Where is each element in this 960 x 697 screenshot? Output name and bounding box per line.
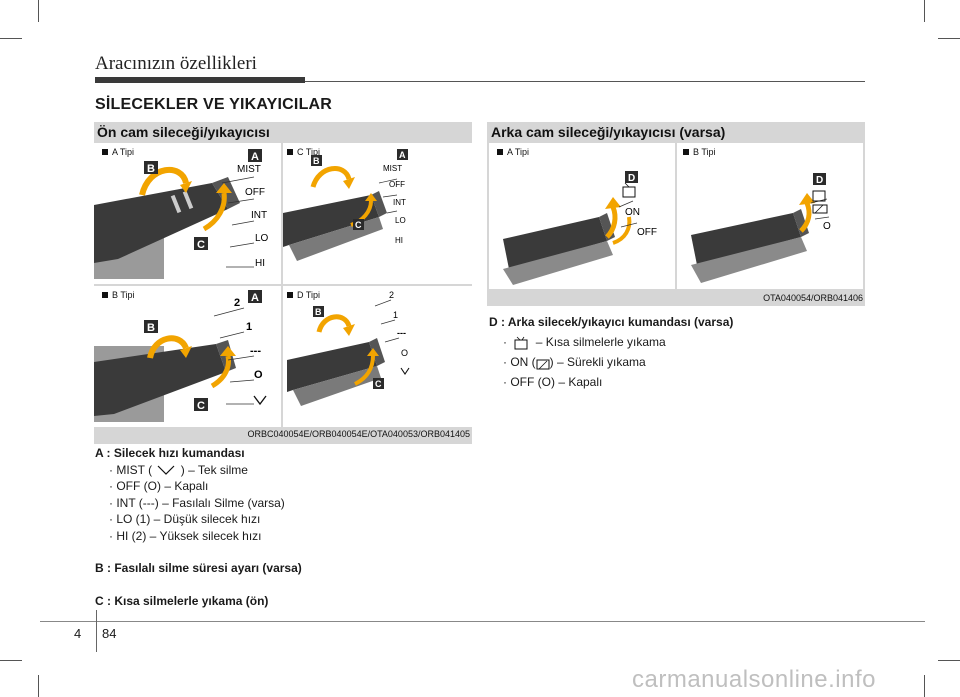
type-label: A Tipi (102, 147, 134, 157)
desc-b-heading: B : Fasılalı silme süresi ayarı (varsa) (95, 561, 302, 575)
badge-b: B (315, 307, 322, 317)
desc-item-lo: · LO (1) – Düşük silecek hızı (109, 512, 261, 526)
label-o: O (254, 369, 263, 381)
label-hi: HI (255, 258, 265, 269)
badge-c: C (197, 400, 205, 412)
label-int-dashes: --- (250, 345, 261, 357)
wiper-lever-illustration: MIST OFF INT LO HI B A C (94, 149, 269, 279)
badge-a: A (251, 151, 259, 163)
label-lo: LO (395, 216, 406, 225)
crop-mark (938, 660, 960, 661)
section-title: SİLECEKLER VE YIKAYICILAR (95, 96, 333, 113)
desc-d-heading: D : Arka silecek/yıkayıcı kumandası (var… (489, 315, 734, 329)
chapter-title: Aracınızın özellikleri (95, 53, 257, 74)
mist-v-icon (158, 465, 175, 476)
mist-v-icon (400, 367, 410, 375)
crop-mark (38, 0, 39, 22)
header-rule (305, 81, 865, 82)
rear-wiper-lever-illustration: ON OFF D (503, 171, 657, 285)
front-cell-b-tipi: B Tipi 2 1 --- O B A C (94, 286, 281, 427)
desc-item-wash: · – Kısa silmelerle yıkama (503, 335, 666, 350)
badge-d: D (816, 175, 823, 186)
label-off: OFF (245, 187, 265, 198)
front-cell-d-tipi: D Tipi 2 1 --- O B C (283, 286, 472, 427)
desc-c-heading: C : Kısa silmelerle yıkama (ön) (95, 593, 269, 608)
badge-c: C (355, 220, 362, 230)
figure-code: ORBC040054E/ORB040054E/OTA040053/ORB0414… (247, 429, 470, 439)
crop-mark (0, 660, 22, 661)
label-lo: LO (255, 233, 269, 244)
wiper-on-icon (812, 204, 828, 214)
front-description: A : Silecek hızı kumandası · MIST ( ) – … (95, 445, 302, 609)
washer-icon (622, 182, 636, 198)
rear-wiper-panel: Arka cam sileceği/yıkayıcısı (varsa) A T… (487, 122, 865, 306)
label-2: 2 (389, 290, 394, 300)
badge-c: C (375, 379, 382, 389)
badge-a: A (399, 150, 406, 160)
rear-description: D : Arka silecek/yıkayıcı kumandası (var… (489, 312, 733, 392)
badge-b: B (147, 322, 155, 334)
crop-mark (38, 675, 39, 697)
label-hi: HI (395, 236, 403, 245)
label-o: O (401, 348, 408, 358)
type-label: C Tipi (287, 147, 320, 157)
label-o: O (823, 221, 831, 232)
label-mist: MIST (237, 164, 261, 175)
desc-item-hi: · HI (2) – Yüksek silecek hızı (109, 528, 262, 543)
rear-wiper-heading: Arka cam sileceği/yıkayıcısı (varsa) (491, 124, 726, 140)
watermark: carmanualsonline.info (632, 666, 876, 693)
desc-item-mist: · MIST ( ) – Tek silme (109, 462, 248, 477)
front-wiper-heading: Ön cam sileceği/yıkayıcısı (97, 124, 270, 140)
washer-icon (812, 190, 826, 202)
type-label: A Tipi (497, 147, 529, 157)
label-on: ON (625, 207, 640, 218)
badge-c: C (197, 239, 205, 251)
label-mist: MIST (383, 164, 402, 173)
badge-a: A (251, 292, 259, 304)
mist-v-icon (253, 395, 267, 406)
badge-d: D (628, 173, 635, 184)
front-cell-a-tipi: A Tipi MIST OFF INT LO HI B A C (94, 143, 281, 284)
desc-item-on: · ON () – Sürekli yıkama (503, 355, 646, 370)
footer-rule (40, 621, 925, 622)
rear-cell-b-tipi: B Tipi O D (677, 143, 863, 289)
header-bar (95, 77, 305, 83)
page-number: 84 (102, 626, 117, 641)
badge-b: B (147, 163, 155, 175)
desc-item-int: · INT (---) – Fasılalı Silme (varsa) (109, 495, 285, 510)
label-off: OFF (389, 180, 405, 189)
label-int: INT (251, 210, 267, 221)
label-1: 1 (393, 310, 398, 320)
front-cell-c-tipi: C Tipi MIST OFF INT LO HI B A C (283, 143, 472, 284)
figure-code: OTA040054/ORB041406 (763, 293, 863, 303)
crop-mark (924, 0, 925, 22)
wiper-lever-illustration: 2 1 --- O B C (287, 290, 410, 406)
type-label: B Tipi (102, 290, 135, 300)
label-int-dashes: --- (397, 328, 406, 338)
crop-mark (938, 38, 960, 39)
desc-item-rear-off: · OFF (O) – Kapalı (503, 375, 603, 389)
label-int: INT (393, 198, 406, 207)
label-2: 2 (234, 297, 240, 309)
washer-icon (514, 336, 528, 350)
rear-wiper-lever-illustration: O D (691, 173, 831, 283)
rear-cell-a-tipi: A Tipi ON OFF D (489, 143, 675, 289)
crop-mark (0, 38, 22, 39)
label-1: 1 (246, 321, 252, 333)
section-number: 4 (74, 626, 82, 641)
desc-a-heading: A : Silecek hızı kumandası (95, 446, 245, 460)
type-label: B Tipi (683, 147, 716, 157)
wiper-on-icon (536, 359, 550, 370)
wiper-lever-illustration: MIST OFF INT LO HI B A C (283, 149, 408, 261)
label-off: OFF (637, 227, 657, 238)
footer-separator (96, 610, 97, 652)
wiper-lever-illustration: 2 1 --- O B A C (94, 290, 267, 422)
desc-item-off: · OFF (O) – Kapalı (109, 479, 209, 493)
front-wiper-panel: Ön cam sileceği/yıkayıcısı A Tipi MIST O… (94, 122, 472, 444)
type-label: D Tipi (287, 290, 320, 300)
badge-b: B (313, 156, 320, 166)
crop-mark (924, 675, 925, 697)
